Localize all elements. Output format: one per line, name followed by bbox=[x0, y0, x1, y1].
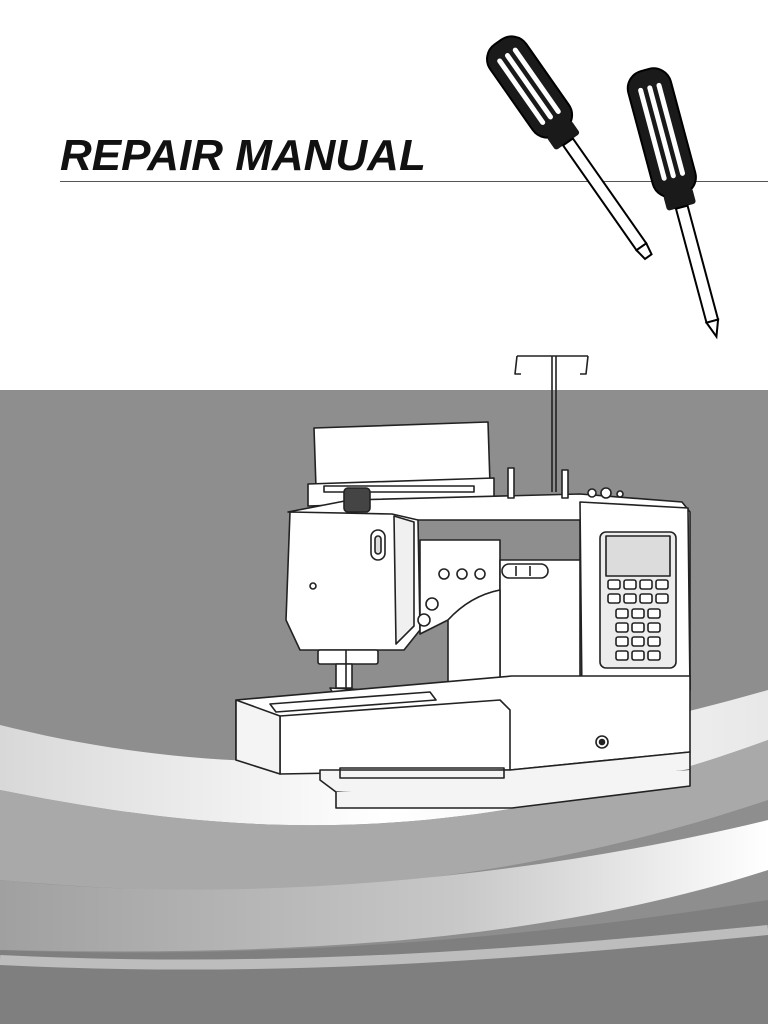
bottom-highlight bbox=[0, 925, 768, 970]
top-lid bbox=[307, 421, 495, 507]
page-title: REPAIR MANUAL bbox=[60, 131, 426, 180]
machine-head bbox=[285, 511, 421, 651]
title-rule bbox=[60, 181, 768, 182]
light-swoosh bbox=[0, 820, 768, 952]
thread-stand bbox=[514, 355, 589, 492]
mid-swoosh bbox=[0, 740, 768, 891]
keypad bbox=[607, 579, 669, 661]
